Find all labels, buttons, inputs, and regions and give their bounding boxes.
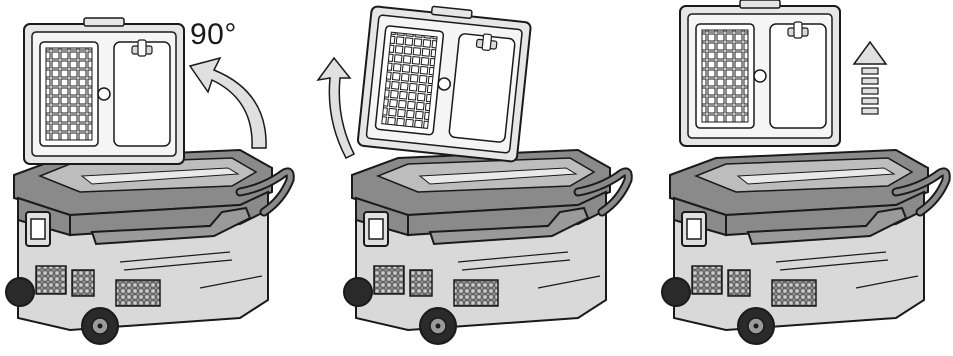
angle-label: 90° [190, 18, 237, 52]
cooler-body-3 [662, 150, 946, 344]
step-2-lid-tilted [318, 0, 628, 344]
step-3-lid-removed [662, 0, 946, 344]
step-1-lid-open-90 [6, 18, 290, 344]
lid-upright-1 [24, 18, 184, 164]
lift-up-arrow-icon [854, 42, 886, 114]
rotate-arrow-1 [190, 58, 266, 148]
lid-tilted-2 [357, 0, 531, 162]
cooler-body-2 [344, 150, 628, 344]
cooler-body-1 [6, 150, 290, 344]
lid-lifted-3 [680, 0, 840, 146]
rotate-arrow-2 [318, 58, 354, 158]
